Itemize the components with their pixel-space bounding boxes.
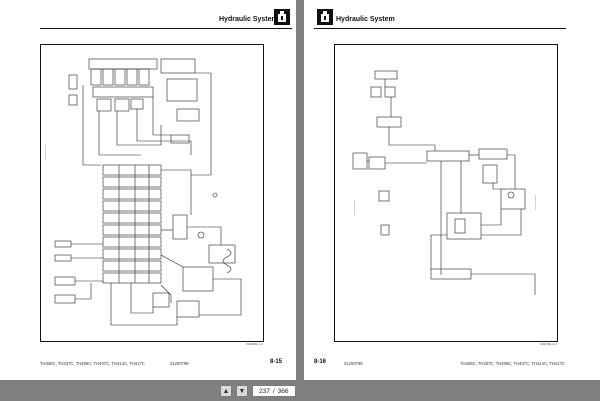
next-page-button[interactable]: ▼ <box>236 385 248 397</box>
hydraulic-schematic-left: ─────── <box>40 44 264 342</box>
page-number: 8-16 <box>314 359 327 365</box>
page-number: 8-15 <box>270 359 283 365</box>
footer-models: TH336C, TH337C, TH406C, TH407C, TH414C, … <box>460 361 565 366</box>
left-page: Hydraulic System <box>0 0 296 380</box>
header-title: Hydraulic System <box>336 16 395 23</box>
svg-text:───────: ─────── <box>44 144 48 161</box>
page-separator: / <box>272 387 275 395</box>
chevron-down-icon: ▼ <box>238 387 246 395</box>
jlg-hydraulic-logo-icon <box>274 9 290 25</box>
header-rule <box>40 28 292 29</box>
header-title: Hydraulic System <box>219 16 278 23</box>
svg-text:───────: ─────── <box>534 194 538 211</box>
footer-doc-number: 31200799 <box>170 361 189 366</box>
chevron-up-icon: ▲ <box>222 387 230 395</box>
right-page: Hydraulic System <box>304 0 600 380</box>
previous-page-button[interactable]: ▲ <box>220 385 232 397</box>
svg-text:───────: ─────── <box>352 199 356 216</box>
current-page: 237 <box>259 387 270 395</box>
footer-doc-number: 31200799 <box>344 361 363 366</box>
header-rule <box>314 28 566 29</box>
hydraulic-schematic-right: ─────── ─────── <box>334 44 558 342</box>
footer-models: TH336C, TH337C, TH406C, TH407C, TH414C, … <box>40 361 145 366</box>
page-number-field[interactable]: 237 / 366 <box>252 385 296 397</box>
jlg-hydraulic-logo-icon <box>317 9 333 25</box>
page-navigator: ▲ ▼ 237 / 366 <box>220 384 296 398</box>
diagram-code: MA8450-C.2 <box>246 342 263 346</box>
diagram-code: MA8450-C.2 <box>540 342 557 346</box>
total-pages: 366 <box>277 387 289 395</box>
